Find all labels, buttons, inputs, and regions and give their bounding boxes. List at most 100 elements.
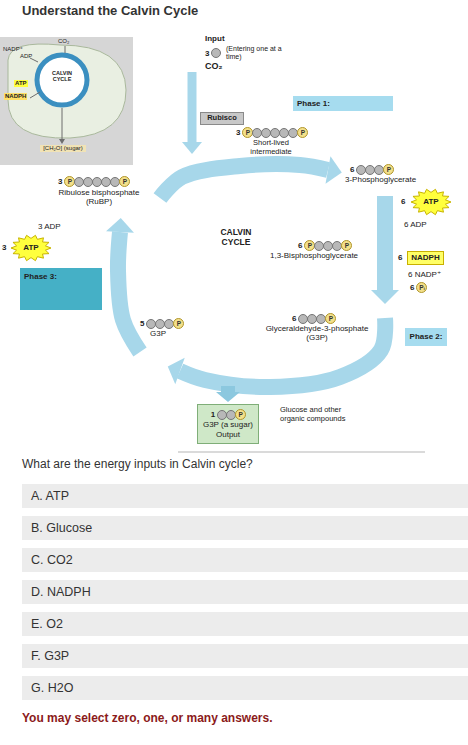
molecule-label: Input	[205, 34, 225, 43]
molecule-label: Glucose and other organic compounds	[280, 406, 354, 423]
answer-option: B. Glucose	[22, 516, 468, 540]
answer-option: F. G3P	[22, 644, 468, 668]
cycle-arrow-band	[180, 318, 385, 387]
enzyme-box: Rubisco	[200, 112, 244, 125]
starburst-shape	[411, 189, 451, 214]
molecule-label: 6	[401, 197, 405, 206]
node-content: Phase 1:	[297, 99, 330, 108]
molecule-label: (Entering one at a time)	[226, 45, 288, 61]
thumbnail-label: ADP	[20, 53, 32, 60]
phosphate-group: P	[235, 409, 246, 420]
node-content: NADPH	[411, 253, 439, 262]
cycle-arrow-band	[377, 196, 393, 290]
node-text: Output	[201, 430, 255, 439]
answer-option: G. H2O	[22, 676, 468, 700]
node-text: B. Glucose	[31, 521, 92, 535]
title-text: Understand the Calvin Cycle	[22, 4, 198, 19]
chloroplast-stroma	[8, 44, 126, 138]
molecule-label: 1,3-Bisphosphoglycerate	[270, 251, 358, 260]
molecule-count: 6	[292, 314, 296, 323]
molecule-label: 3-Phosphoglycerate	[345, 175, 416, 184]
arrowhead	[216, 392, 240, 402]
nadph-box: NADPH	[407, 251, 444, 265]
output-box: 1PG3P (a sugar)Output	[197, 404, 259, 444]
molecule-count: 3	[236, 128, 240, 137]
phosphate-group: P	[325, 313, 336, 324]
answer-option: C. CO2	[22, 548, 468, 572]
node-text: D. NADPH	[31, 585, 91, 599]
answer-option: D. NADPH	[22, 580, 468, 604]
molecule-row: 6P	[292, 313, 335, 324]
molecule-row: 6Pᵢ	[410, 282, 426, 293]
thumbnail-label: CALVIN CYCLE	[47, 70, 77, 83]
answer-option: A. ATP	[22, 484, 468, 508]
molecule-row: 6P	[350, 164, 393, 175]
arrowhead	[182, 142, 202, 154]
node-content: Phase 2:	[410, 332, 443, 341]
node-content: ATP	[423, 197, 438, 206]
molecule-label: 6 ADP	[404, 220, 427, 229]
node-content: Phase 3:	[24, 272, 57, 281]
atp-starburst: ATP	[10, 234, 52, 262]
starburst-shape	[11, 235, 51, 260]
phosphate-group: P	[341, 240, 352, 251]
phase-band: Phase 1:	[293, 96, 393, 111]
cycle-arrow-band	[160, 164, 328, 198]
phosphate-group: P	[173, 318, 184, 329]
node-text: F. G3P	[31, 649, 69, 663]
node-content: B. Glucose	[31, 521, 92, 535]
atp-starburst: ATP	[410, 188, 452, 216]
molecule-label: CO₂	[205, 61, 223, 71]
phosphate-group: P	[297, 127, 308, 138]
thumbnail-label: NADP⁺	[3, 46, 23, 53]
molecule-label: 3	[2, 243, 6, 252]
arrowhead	[326, 156, 342, 184]
sugar-output-line	[62, 108, 63, 140]
molecule-label: Ribulose bisphosphate (RuBP)	[50, 188, 148, 206]
node-text: C. CO2	[31, 553, 73, 567]
node-content: G. H2O	[31, 681, 73, 695]
arrowhead	[59, 139, 65, 144]
node-content: F. G3P	[31, 649, 69, 663]
thumbnail-ground	[0, 37, 133, 165]
thumbnail-label: ATP	[14, 80, 28, 87]
nadph-line	[30, 92, 40, 98]
cycle-arrow-band	[221, 386, 235, 392]
node-text: A. ATP	[31, 489, 69, 503]
node-text: Rubisco	[207, 114, 237, 123]
phase-band: Phase 2:	[405, 328, 447, 346]
phosphate-group: Pᵢ	[416, 282, 427, 293]
node-text: NADPH	[411, 253, 439, 262]
cycle-arrow-band	[118, 232, 140, 352]
molecule-label: 6	[398, 253, 402, 262]
arrowhead	[168, 358, 185, 384]
molecule-count: 6	[350, 165, 354, 174]
node-content: 1PG3P (a sugar)Output	[201, 409, 255, 438]
molecule-row: 3PP	[58, 176, 129, 187]
molecule-label: Short-lived intermediate	[238, 139, 304, 156]
thumbnail-label: [CH₂O] (sugar)	[40, 145, 86, 152]
node-content: E. O2	[31, 617, 63, 631]
node-text: Phase 1:	[297, 99, 330, 108]
molecule-row: 6PP	[298, 240, 351, 251]
phosphate-group: P	[383, 164, 394, 175]
node-content: Rubisco	[207, 114, 237, 123]
molecule-count: 6	[298, 241, 302, 250]
molecule-row: 1P	[201, 409, 255, 420]
cycle-arrow-band	[188, 72, 197, 142]
node-text: G. H2O	[31, 681, 73, 695]
molecule-label: CALVIN CYCLE	[205, 228, 267, 248]
question-text: You may select zero, one, or many answer…	[22, 712, 273, 726]
node-content: C. CO2	[31, 553, 73, 567]
molecule-label: G3P	[150, 329, 166, 338]
answer-option: E. O2	[22, 612, 468, 636]
arrowhead	[371, 290, 399, 304]
molecule-count: 1	[211, 410, 215, 419]
molecule-row: 5P	[140, 318, 183, 329]
node-text: G3P (a sugar)	[201, 420, 255, 429]
molecule-count: 3	[58, 177, 62, 186]
carbon-atom	[211, 48, 221, 58]
molecule-row: 3	[205, 48, 220, 58]
